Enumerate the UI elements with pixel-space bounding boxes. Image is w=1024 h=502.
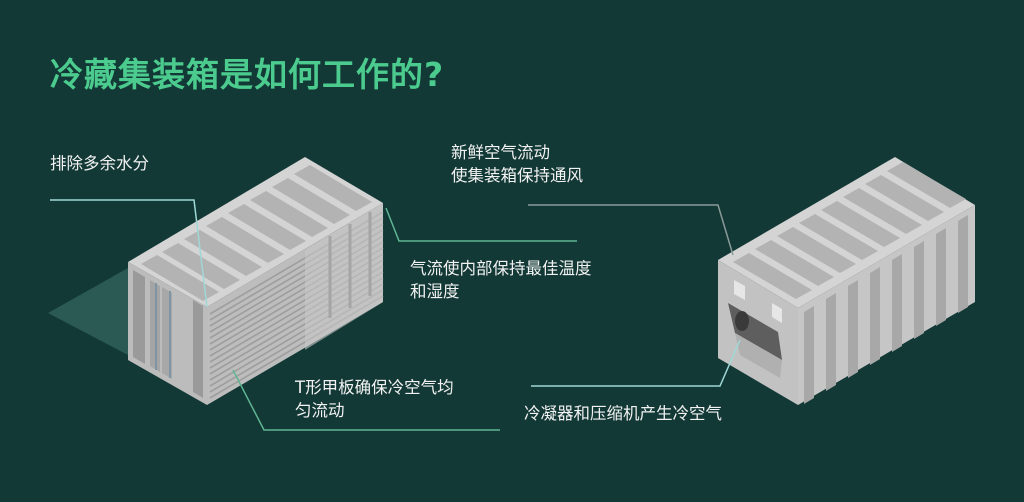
label-t-floor-line1: T形甲板确保冷空气均 <box>295 378 454 397</box>
page-title: 冷藏集装箱是如何工作的? <box>50 55 445 94</box>
label-remove-moisture: 排除多余水分 <box>50 154 149 173</box>
label-condenser: 冷凝器和压缩机产生冷空气 <box>524 404 722 423</box>
label-fresh-air: 新鲜空气流动 使集装箱保持通风 <box>451 141 583 187</box>
label-fresh-air-line2: 使集装箱保持通风 <box>451 166 583 185</box>
label-fresh-air-line1: 新鲜空气流动 <box>451 143 550 162</box>
left-container-icon <box>128 157 384 405</box>
leader-line-fresh-air <box>528 204 734 256</box>
leader-line-t-floor <box>232 369 500 431</box>
leader-line-moisture <box>50 199 208 308</box>
right-container-icon <box>718 157 975 405</box>
label-airflow-line1: 气流使内部保持最佳温度 <box>410 259 592 278</box>
label-t-floor: T形甲板确保冷空气均 匀流动 <box>295 376 454 422</box>
leader-line-airflow <box>385 207 577 242</box>
label-t-floor-line2: 匀流动 <box>295 401 345 420</box>
label-airflow-line2: 和湿度 <box>410 282 460 301</box>
leader-line-condenser <box>531 339 741 387</box>
label-airflow: 气流使内部保持最佳温度 和湿度 <box>410 257 592 303</box>
light-beam <box>48 268 128 355</box>
